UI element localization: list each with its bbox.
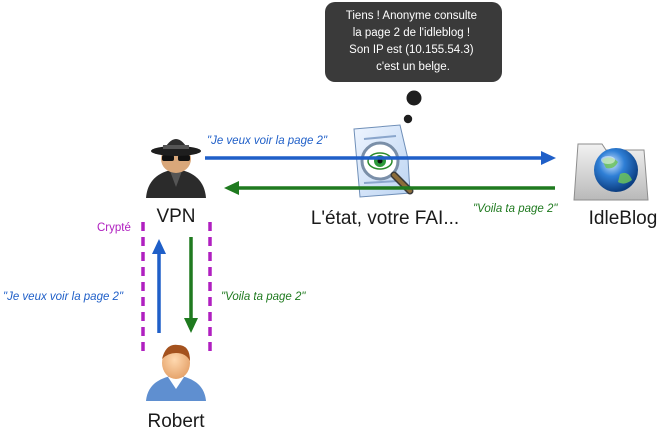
vpn-label: VPN bbox=[156, 206, 195, 227]
encrypted-tunnel bbox=[141, 222, 212, 356]
request-arrow-left bbox=[152, 239, 166, 333]
user-icon bbox=[146, 344, 206, 401]
bubble-line-4: c'est un belge. bbox=[376, 61, 450, 73]
response-top-label: "Voila ta page 2" bbox=[473, 203, 558, 215]
bubble-line-3: Son IP est (10.155.54.3) bbox=[349, 44, 474, 56]
request-top-label: "Je veux voir la page 2" bbox=[207, 135, 328, 147]
globe-folder-icon bbox=[573, 143, 649, 201]
response-arrow-top bbox=[224, 181, 555, 195]
response-left-label: "Voila ta page 2" bbox=[221, 291, 306, 303]
tunnel-label: Crypté bbox=[97, 222, 131, 234]
robert-label: Robert bbox=[147, 411, 205, 429]
thought-bubble: Tiens ! Anonyme consulte la page 2 de l'… bbox=[325, 2, 502, 124]
bubble-line-1: Tiens ! Anonyme consulte bbox=[346, 10, 477, 22]
spy-icon bbox=[146, 139, 206, 198]
svg-text:Tiens ! Anonyme consulte: Tiens ! Anonyme consulte la page 2 de l'… bbox=[346, 10, 480, 73]
magnifier-document-icon bbox=[353, 124, 414, 198]
idleblog-label: IdleBlog bbox=[589, 208, 658, 229]
request-left-label: "Je veux voir la page 2" bbox=[3, 291, 124, 303]
fai-label: L'état, votre FAI... bbox=[311, 208, 459, 229]
request-arrow-top bbox=[205, 151, 556, 165]
response-arrow-left bbox=[184, 237, 198, 333]
bubble-line-2: la page 2 de l'idleblog ! bbox=[353, 27, 470, 39]
